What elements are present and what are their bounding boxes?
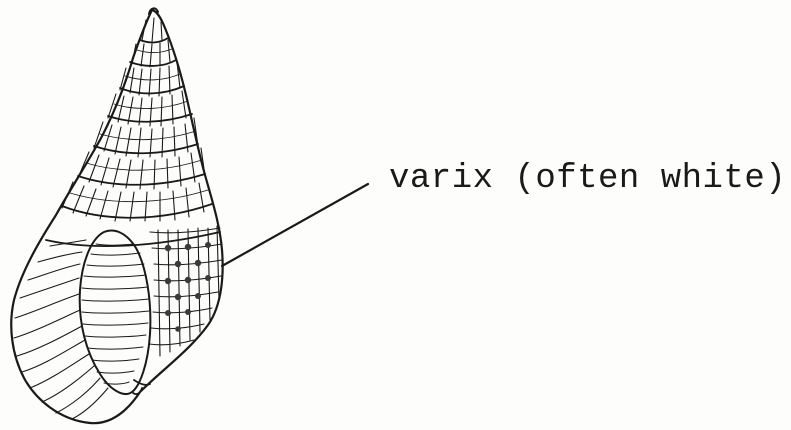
varix-leader-line [222, 184, 368, 266]
varix-callout-label: varix (often white) [389, 160, 786, 198]
aperture-striations [82, 244, 149, 384]
varix-nodules [165, 242, 211, 332]
suture-lines [46, 38, 220, 246]
axial-ribs [62, 18, 205, 221]
body-whorl-lines [14, 240, 108, 419]
outer-lip [132, 380, 150, 394]
